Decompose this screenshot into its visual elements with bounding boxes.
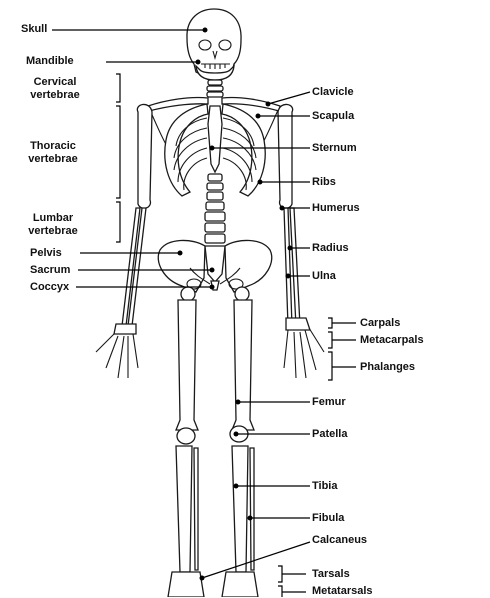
label-cervical-line2: vertebrae (30, 89, 80, 101)
label-sacrum: Sacrum (30, 264, 71, 276)
label-femur: Femur (312, 396, 346, 408)
label-tibia: Tibia (312, 480, 338, 492)
sacrum-shape (204, 245, 226, 283)
mandible-shape (195, 64, 235, 81)
spine-shape (204, 173, 226, 244)
sternum-shape (207, 105, 223, 174)
ribcage-shape (164, 103, 266, 197)
label-sternum: Sternum (312, 142, 357, 154)
label-radius: Radius (312, 242, 349, 254)
label-lumbar-vertebrae: Lumbar vertebrae (20, 212, 86, 238)
cervical-spine-shape (206, 79, 224, 98)
label-lumbar-line2: vertebrae (28, 225, 78, 237)
label-phalanges: Phalanges (360, 361, 416, 373)
label-fibula: Fibula (312, 512, 345, 524)
label-humerus: Humerus (312, 202, 360, 214)
label-coccyx: Coccyx (30, 281, 70, 293)
label-tarsals: Tarsals (312, 568, 350, 580)
label-thoracic-line2: vertebrae (28, 153, 78, 165)
leg-right-shape (221, 286, 259, 597)
label-calcaneus: Calcaneus (312, 534, 368, 546)
label-lumbar-line1: Lumbar (32, 212, 74, 224)
label-pelvis: Pelvis (30, 247, 62, 259)
label-metacarpals: Metacarpals (360, 334, 424, 346)
label-clavicle: Clavicle (312, 86, 354, 98)
leader-lines (52, 27, 356, 597)
arm-left-shape (95, 103, 153, 379)
label-cervical-vertebrae: Cervical vertebrae (22, 76, 88, 102)
label-metatarsals: Metatarsals (312, 585, 373, 597)
leg-left-shape (167, 286, 205, 597)
label-thoracic-vertebrae: Thoracic vertebrae (20, 140, 86, 166)
label-carpals: Carpals (360, 317, 401, 329)
label-patella: Patella (312, 428, 348, 440)
label-skull: Skull (21, 23, 48, 35)
label-cervical-line1: Cervical (33, 76, 77, 88)
skull-shape (186, 8, 242, 76)
skeleton-illustration (95, 8, 325, 597)
label-thoracic-line1: Thoracic (30, 140, 76, 152)
label-mandible: Mandible (26, 55, 74, 67)
label-ulna: Ulna (312, 270, 336, 282)
label-scapula: Scapula (312, 110, 355, 122)
label-ribs: Ribs (312, 176, 336, 188)
